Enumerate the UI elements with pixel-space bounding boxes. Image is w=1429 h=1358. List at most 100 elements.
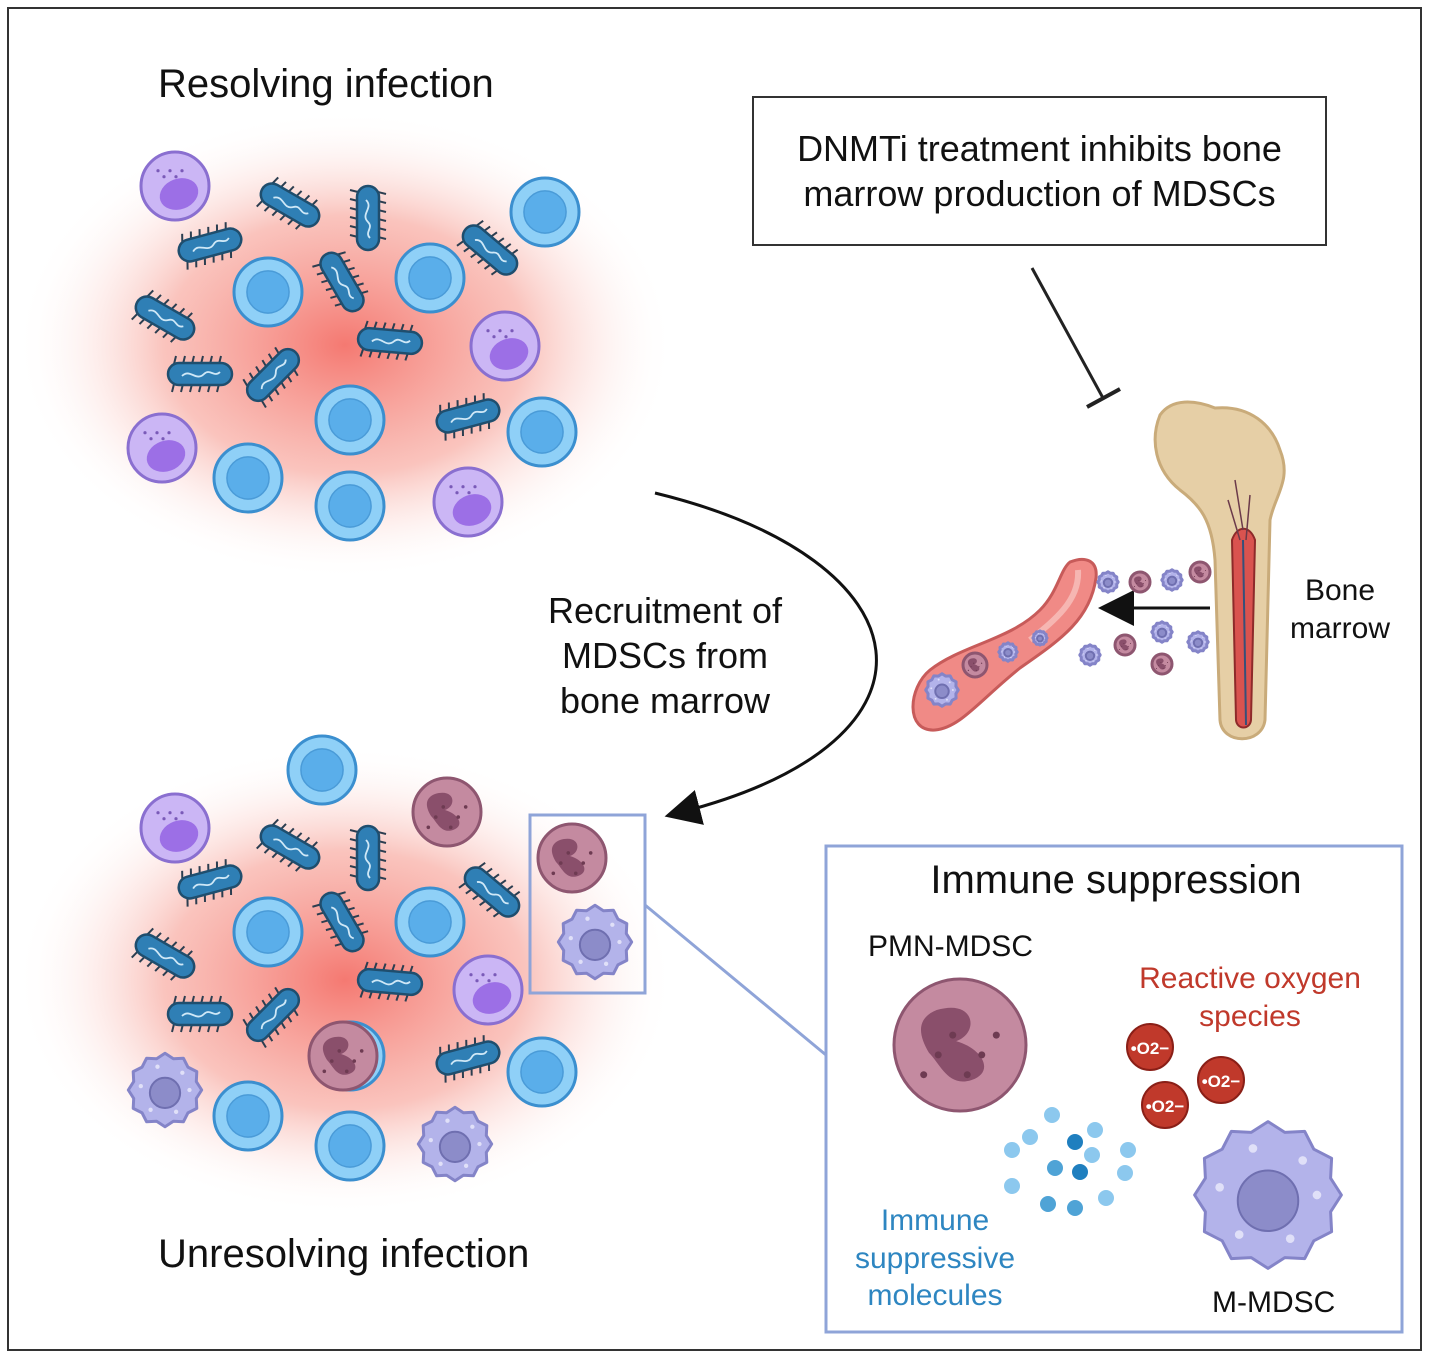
bacterium (458, 861, 521, 918)
unresolving-infection-cells (126, 734, 578, 1183)
lymphocyte-cell (506, 396, 578, 468)
immune-suppressive-molecule (1072, 1164, 1088, 1180)
ros-label: Reactive oxygen species (1139, 962, 1361, 1033)
figure-border (7, 7, 1422, 1351)
bacterium (242, 346, 301, 409)
bacterium (435, 1035, 501, 1083)
bacterium (356, 961, 424, 1002)
m-mdsc-cell (1078, 643, 1102, 667)
resolving-infection-cells (126, 150, 581, 542)
bacterium (349, 184, 387, 252)
pmn-mdsc-cell (961, 651, 989, 679)
immune-suppressive-molecule (1067, 1200, 1083, 1216)
m-mdsc-cell (997, 641, 1019, 663)
lymphocyte-cell (506, 1036, 578, 1108)
bacterium (166, 995, 234, 1033)
pmn-mdsc-cell (1113, 633, 1137, 657)
pmn-mdsc-cell (411, 776, 483, 848)
monocyte-cell (432, 466, 504, 538)
immune-suppressive-molecules-label: Immune suppressive molecules (854, 1204, 1016, 1312)
unresolving-infection-title: Unresolving infection (158, 1232, 530, 1276)
bacterium (456, 219, 519, 276)
immune-suppressive-molecule (1044, 1107, 1060, 1123)
pmn-mdsc-cell (1188, 560, 1212, 584)
immune-suppressive-molecule (1004, 1178, 1020, 1194)
bone-marrow-label: Bone marrow (1289, 574, 1390, 645)
immune-suppressive-molecule (1067, 1134, 1083, 1150)
monocyte-cell (452, 954, 524, 1026)
lymphocyte-cell (232, 896, 304, 968)
bacterium (131, 927, 196, 981)
m-mdsc-cell (1096, 570, 1120, 594)
immune-suppressive-molecule (1117, 1165, 1133, 1181)
superoxide-molecule: •O2− (1141, 1081, 1189, 1129)
circulating-mdscs (1078, 560, 1212, 676)
superoxide-label: •O2− (1146, 1097, 1185, 1116)
lymphocyte-cell (212, 1080, 284, 1152)
superoxide-molecule: •O2− (1197, 1056, 1245, 1104)
pmn-mdsc-cell (1150, 652, 1174, 676)
m-mdsc-cell (1160, 568, 1184, 592)
bacterium (312, 251, 369, 313)
immune-suppressive-molecule (1004, 1142, 1020, 1158)
bacterium (435, 393, 501, 441)
immune-suppressive-molecule (1084, 1147, 1100, 1163)
bacterium (177, 222, 243, 270)
immune-suppressive-molecule (1040, 1196, 1056, 1212)
m-mdsc-cell (556, 903, 634, 981)
monocyte-cell (139, 150, 211, 222)
pmn-mdsc-cell (1128, 570, 1152, 594)
immune-suppression-title: Immune suppression (930, 858, 1302, 902)
bacterium (256, 818, 321, 872)
pmn-mdsc-cell (307, 1020, 379, 1092)
dnmti-treatment-box: DNMTi treatment inhibits bone marrow pro… (752, 96, 1327, 246)
lymphocyte-cell (286, 734, 358, 806)
m-mdsc-cell (416, 1105, 494, 1183)
bone-icon (1153, 400, 1286, 741)
m-mdsc-cell (924, 672, 960, 708)
bacterium (256, 176, 321, 230)
resolving-infection-title: Resolving infection (158, 62, 494, 106)
panel-illustrations: •O2− •O2− •O2− (892, 977, 1343, 1270)
lymphocyte-cell (509, 176, 581, 248)
zoom-box (528, 813, 647, 995)
m-mdsc-cell (126, 1051, 204, 1129)
pmn-mdsc-cell (892, 977, 1028, 1113)
m-mdsc-cell (1186, 630, 1210, 654)
bacterium (242, 986, 301, 1049)
pmn-mdsc-cell (536, 822, 608, 894)
zoomed-mdsc-cells (536, 822, 634, 981)
monocyte-cell (469, 310, 541, 382)
bacterium (312, 891, 369, 953)
m-mdsc-cell (1193, 1120, 1343, 1270)
monocyte-cell (139, 792, 211, 864)
m-mdsc-label: M-MDSC (1212, 1286, 1336, 1319)
superoxide-label: •O2− (1131, 1039, 1170, 1058)
recruitment-label: Recruitment of MDSCs from bone marrow (547, 590, 783, 721)
superoxide-molecule: •O2− (1126, 1023, 1174, 1071)
immune-suppressive-molecule (1022, 1129, 1038, 1145)
immune-suppressive-molecule (1047, 1160, 1063, 1176)
m-mdsc-cell (1031, 629, 1049, 647)
inhibition-bar (1086, 387, 1121, 409)
inhibition-line (1030, 267, 1105, 399)
lymphocyte-cell (394, 242, 466, 314)
immune-suppressive-molecule (1087, 1122, 1103, 1138)
pmn-mdsc-label: PMN-MDSC (868, 930, 1033, 963)
lymphocyte-cell (314, 470, 386, 542)
bacterium (131, 289, 196, 343)
lymphocyte-cell (212, 442, 284, 514)
bacterium (166, 355, 234, 393)
lymphocyte-cell (314, 1110, 386, 1182)
bacterium (349, 824, 387, 892)
vessel-mdscs (924, 629, 1049, 708)
superoxide-label: •O2− (1202, 1072, 1241, 1091)
bacterium (177, 859, 243, 907)
immune-suppressive-molecule (1098, 1190, 1114, 1206)
immune-suppressive-molecule (1120, 1142, 1136, 1158)
lymphocyte-cell (232, 256, 304, 328)
zoom-connector-line (644, 903, 827, 1057)
recruitment-arrow (654, 491, 878, 825)
